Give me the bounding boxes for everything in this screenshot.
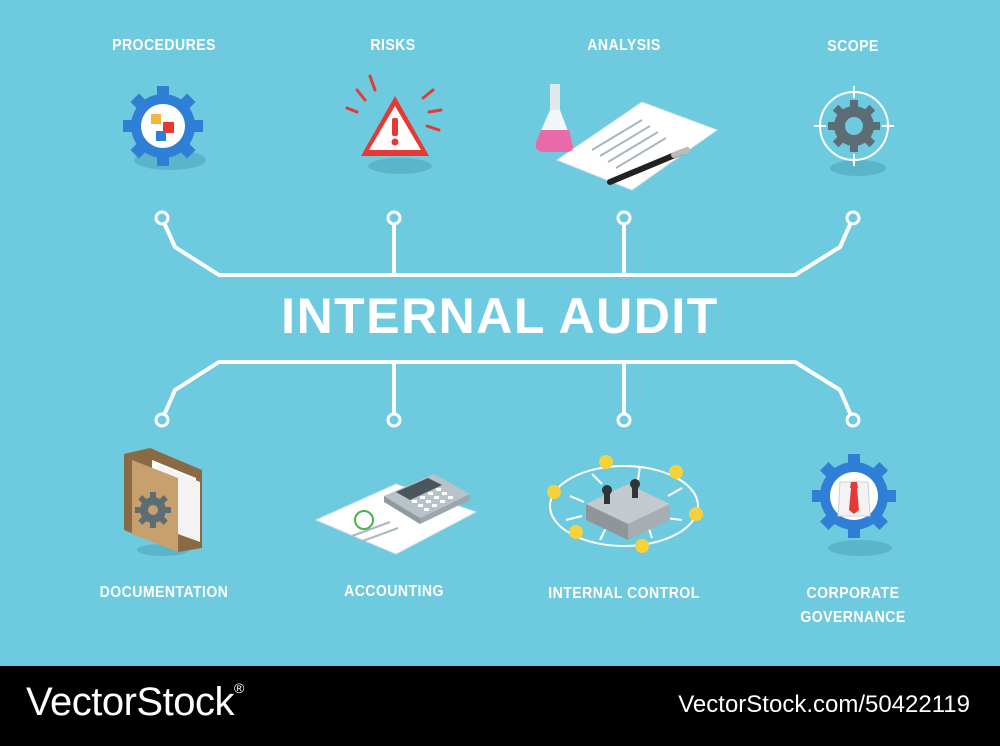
brand-logo: VectorStock® xyxy=(26,680,244,725)
footer-bar: VectorStock® VectorStock.com/50422119 xyxy=(0,666,1000,746)
control-panel-icon xyxy=(547,455,703,553)
node-top-3 xyxy=(616,210,632,226)
connector-top-scope xyxy=(624,217,855,277)
brand-registered-mark: ® xyxy=(233,680,244,696)
label-accounting: ACCOUNTING xyxy=(344,583,444,600)
node-top-1 xyxy=(154,210,170,226)
connector-bottom-governance xyxy=(624,360,855,421)
diagram-title: INTERNAL AUDIT xyxy=(281,288,719,344)
connector-bottom-documentation xyxy=(160,360,396,421)
label-corporate: CORPORATE xyxy=(806,585,900,602)
label-risks: RISKS xyxy=(370,37,416,54)
node-bottom-2 xyxy=(386,412,402,428)
label-governance: GOVERNANCE xyxy=(800,609,906,626)
target-gear-icon xyxy=(814,86,894,176)
brand-name: VectorStock xyxy=(26,680,234,724)
calculator-invoice-icon xyxy=(314,474,478,555)
gear-blocks-icon xyxy=(123,86,206,170)
flask-document-icon xyxy=(535,84,719,191)
node-bottom-4 xyxy=(845,412,861,428)
gear-businessman-icon xyxy=(812,454,896,556)
label-scope: SCOPE xyxy=(827,38,879,55)
connector-bottom-internal-control xyxy=(394,360,626,420)
label-documentation: DOCUMENTATION xyxy=(99,584,229,601)
node-top-4 xyxy=(845,210,861,226)
label-internal-control: INTERNAL CONTROL xyxy=(548,585,700,602)
node-top-2 xyxy=(386,210,402,226)
node-bottom-1 xyxy=(154,412,170,428)
connector-top-procedures xyxy=(160,217,396,277)
warning-triangle-icon xyxy=(345,74,443,174)
diagram-canvas: INTERNAL AUDIT PROCEDURES RISKS ANALYSIS… xyxy=(99,37,906,626)
label-analysis: ANALYSIS xyxy=(587,37,661,54)
label-procedures: PROCEDURES xyxy=(112,37,216,54)
node-bottom-3 xyxy=(616,412,632,428)
connector-top-analysis xyxy=(394,218,626,277)
folder-gear-icon xyxy=(124,448,202,556)
image-id-text: VectorStock.com/50422119 xyxy=(678,691,970,718)
connector-lines xyxy=(154,210,861,428)
